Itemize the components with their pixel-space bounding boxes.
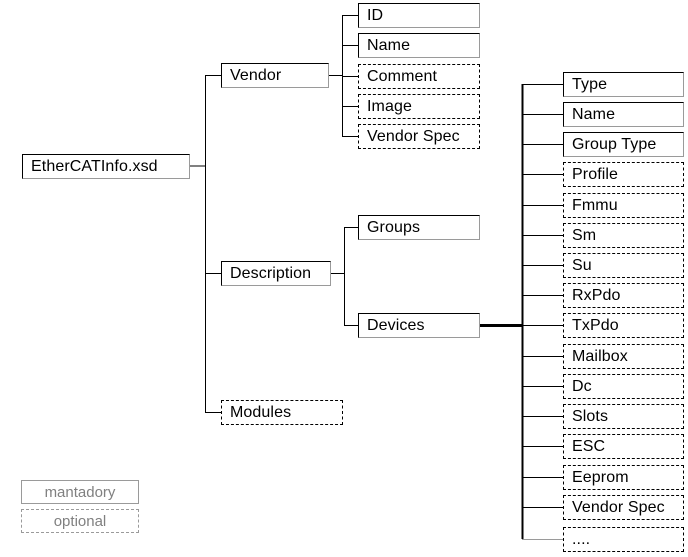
node-dev-mailbox[interactable]: Mailbox — [563, 344, 684, 369]
node-v-image[interactable]: Image — [358, 94, 480, 119]
node-v-vendorspec[interactable]: Vendor Spec — [358, 124, 480, 149]
node-dev-su[interactable]: Su — [563, 253, 684, 278]
node-dev-more[interactable]: .... — [563, 527, 684, 552]
node-modules[interactable]: Modules — [221, 400, 343, 425]
legend-optional-box: optional — [21, 509, 139, 533]
legend-mandatory-box: mantadory — [21, 480, 139, 504]
node-dev-profile[interactable]: Profile — [563, 162, 684, 187]
node-dev-esc[interactable]: ESC — [563, 434, 684, 459]
node-dev-rxpdo[interactable]: RxPdo — [563, 283, 684, 308]
node-v-id[interactable]: ID — [358, 3, 480, 28]
node-dev-grouptype[interactable]: Group Type — [563, 132, 684, 157]
node-root[interactable]: EtherCATInfo.xsd — [22, 154, 190, 179]
node-dev-vendorspec[interactable]: Vendor Spec — [563, 495, 684, 520]
node-dev-dc[interactable]: Dc — [563, 374, 684, 399]
node-dev-fmmu[interactable]: Fmmu — [563, 193, 684, 218]
node-dev-sm[interactable]: Sm — [563, 223, 684, 248]
node-v-comment[interactable]: Comment — [358, 64, 480, 89]
node-dev-txpdo[interactable]: TxPdo — [563, 313, 684, 338]
node-dev-name[interactable]: Name — [563, 102, 684, 127]
node-vendor[interactable]: Vendor — [221, 63, 329, 88]
node-dev-slots[interactable]: Slots — [563, 404, 684, 429]
node-dev-eeprom[interactable]: Eeprom — [563, 465, 684, 490]
node-dev-type[interactable]: Type — [563, 72, 684, 97]
node-d-devices[interactable]: Devices — [358, 313, 480, 338]
node-description[interactable]: Description — [221, 261, 331, 286]
node-d-groups[interactable]: Groups — [358, 215, 480, 240]
node-v-name[interactable]: Name — [358, 33, 480, 58]
